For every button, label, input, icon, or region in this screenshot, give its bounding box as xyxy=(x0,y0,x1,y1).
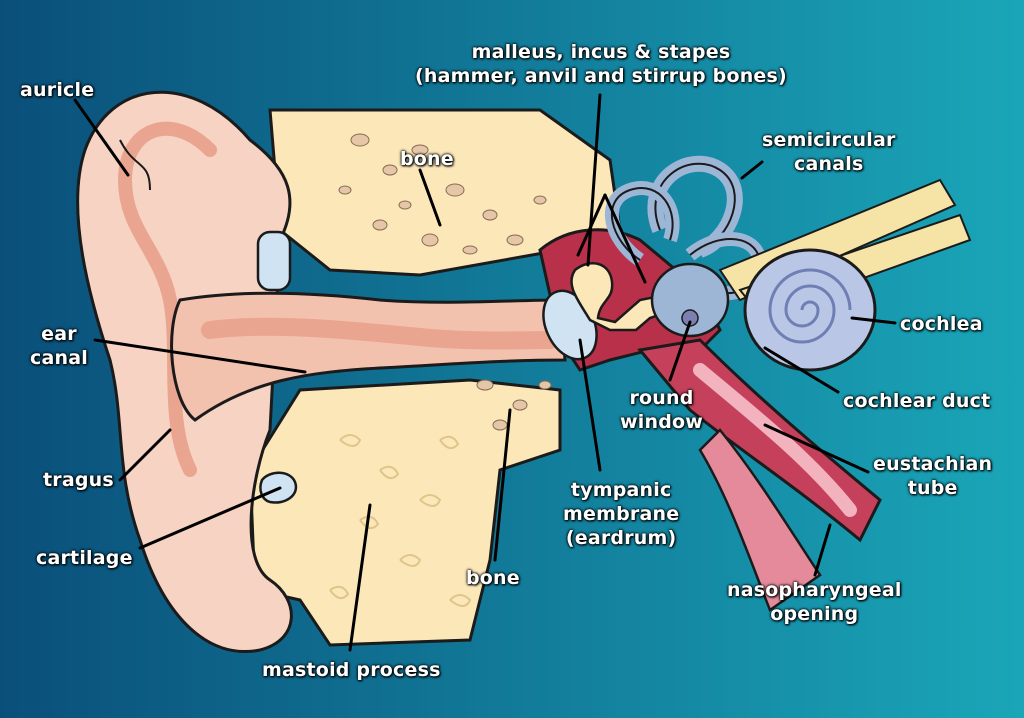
label-bone-bottom: bone xyxy=(466,567,520,589)
label-tragus: tragus xyxy=(43,469,114,491)
leader-ossicles-3 xyxy=(603,193,647,284)
leader-lines xyxy=(73,93,897,652)
label-semicircular-line2: canals xyxy=(794,153,864,175)
label-cochlear-duct: cochlear duct xyxy=(843,390,991,412)
leader-cochlea xyxy=(850,316,897,325)
label-nasopharyngeal-line1: nasopharyngeal xyxy=(727,579,902,601)
auricle-inner-fold xyxy=(119,139,151,191)
lower-bone-spongy xyxy=(476,379,552,431)
leader-auricle xyxy=(73,98,130,177)
leader-eustachian xyxy=(763,423,870,474)
label-tympanic-membrane: tympanic membrane (eardrum) xyxy=(563,478,679,550)
label-nasopharyngeal-line2: opening xyxy=(770,603,859,625)
label-tympanic-line1: tympanic xyxy=(570,479,672,501)
cochlea-shape xyxy=(743,248,877,372)
ossicles-shape xyxy=(570,262,670,332)
leader-nasopharyngeal xyxy=(813,523,832,577)
label-nasopharyngeal-opening: nasopharyngeal opening xyxy=(727,578,902,626)
label-eustachian-line2: tube xyxy=(907,477,958,499)
eustachian-tube-lumen xyxy=(693,363,857,517)
leader-bone-bottom xyxy=(493,408,512,562)
leader-ear-canal xyxy=(93,338,307,374)
vestibule-shape xyxy=(650,262,730,338)
label-mastoid-process: mastoid process xyxy=(262,659,441,681)
label-semicircular-line1: semicircular xyxy=(762,129,896,151)
upper-bone-spongy xyxy=(338,133,547,255)
label-ossicles-line1: malleus, incus & stapes xyxy=(471,41,731,63)
label-eustachian-tube: eustachian tube xyxy=(873,452,992,500)
label-ear-canal-line2: canal xyxy=(30,347,88,369)
leader-ossicles-1 xyxy=(586,93,602,267)
eustachian-tube-lower xyxy=(698,428,822,612)
leader-cartilage xyxy=(138,486,282,550)
leader-ossicles-2 xyxy=(576,193,607,257)
label-ossicles-line2: (hammer, anvil and stirrup bones) xyxy=(415,65,787,87)
label-semicircular-canals: semicircular canals xyxy=(762,128,896,176)
leader-cochlear-duct xyxy=(763,346,840,394)
label-ossicles: malleus, incus & stapes (hammer, anvil a… xyxy=(415,40,787,88)
leader-tympanic xyxy=(578,338,602,472)
label-round-window-line1: round xyxy=(629,387,694,409)
label-ear-canal-line1: ear xyxy=(41,323,77,345)
ear-canal-shadow xyxy=(201,317,559,350)
label-cartilage: cartilage xyxy=(36,547,133,569)
label-round-window: round window xyxy=(620,386,703,434)
lower-temporal-bone xyxy=(248,378,562,647)
leader-mastoid xyxy=(348,503,372,652)
label-bone-top: bone xyxy=(400,148,454,170)
eustachian-tube-shape xyxy=(637,338,882,543)
label-auricle: auricle xyxy=(20,79,95,101)
leader-semicircular xyxy=(740,160,764,180)
label-tympanic-line2: membrane xyxy=(563,503,680,525)
label-cochlea: cochlea xyxy=(900,313,983,335)
auricle-fold xyxy=(117,121,217,477)
label-tympanic-line3: (eardrum) xyxy=(565,527,677,549)
label-round-window-line2: window xyxy=(620,411,703,433)
leader-round-window xyxy=(668,320,692,382)
label-ear-canal: ear canal xyxy=(30,322,88,370)
label-eustachian-line1: eustachian xyxy=(873,453,993,475)
leader-tragus xyxy=(118,428,172,482)
upper-cartilage xyxy=(256,230,292,292)
leader-bone-top xyxy=(418,168,442,227)
